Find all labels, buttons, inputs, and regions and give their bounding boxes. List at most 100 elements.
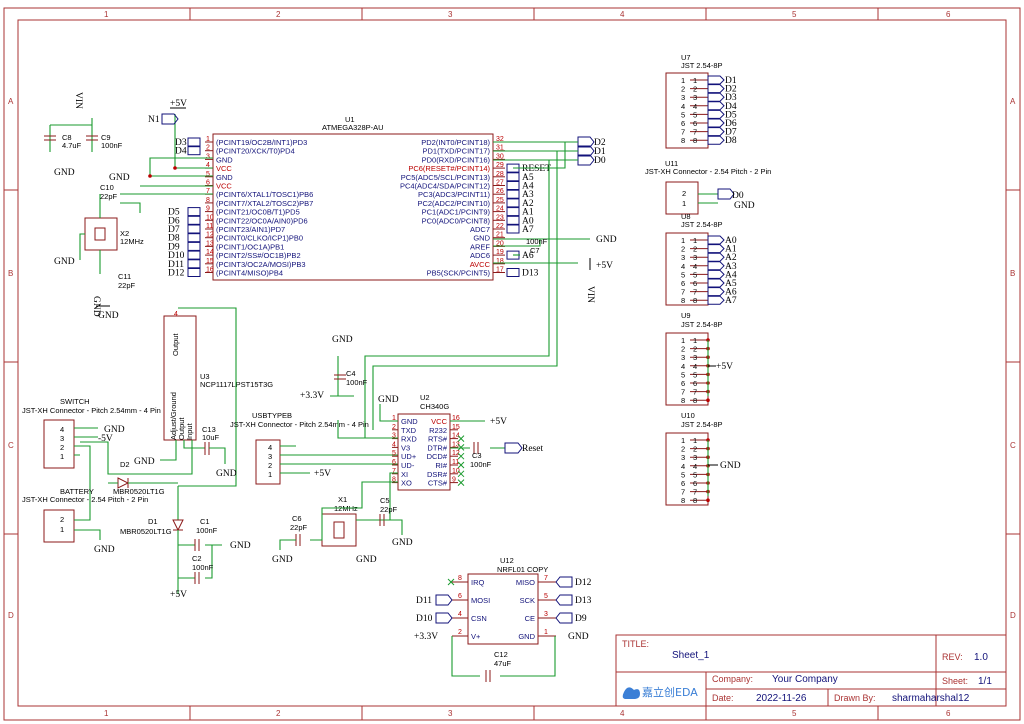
pin-number: 7 xyxy=(693,128,697,137)
svg-text:JST-XH Connector - 2.54 Pitch: JST-XH Connector - 2.54 Pitch - 2 Pin xyxy=(22,495,148,504)
pin-number: 5 xyxy=(681,470,685,479)
c8-c9-section[interactable]: C8 4.7uF C9 100nF VIN xyxy=(44,92,123,152)
pin-name: PD0(RXD/PCINT16) xyxy=(422,155,491,164)
u1-atmega328p[interactable]: U1 ATMEGA328P-AU 1(PCINT19/OC2B/INT1)PD3… xyxy=(168,115,606,281)
svg-text:4.7uF: 4.7uF xyxy=(62,141,82,150)
svg-text:C10: C10 xyxy=(100,183,114,192)
svg-text:GND: GND xyxy=(356,555,377,565)
pin-number: 12 xyxy=(452,450,460,457)
pin-number: 6 xyxy=(693,479,697,488)
svg-text:Output: Output xyxy=(171,333,180,356)
svg-text:U11: U11 xyxy=(665,159,678,168)
switch-connector[interactable]: SWITCH JST-XH Connector - Pitch 2.54mm -… xyxy=(22,397,161,498)
net-label: D12 xyxy=(575,578,592,588)
net-flag xyxy=(707,101,725,111)
svg-text:2: 2 xyxy=(276,709,281,718)
net-label: D5 xyxy=(725,110,737,120)
pin-number: 3 xyxy=(681,453,685,462)
u11-connector[interactable]: U11 JST-XH Connector - 2.54 Pitch - 2 Pi… xyxy=(645,159,771,215)
net-label: A0 xyxy=(725,236,737,246)
ruler-row-c: C xyxy=(8,441,14,450)
u1-right-power: +5V GND VIN 100nF C7 xyxy=(526,235,617,303)
pin-name: (PCINT4/MISO)PB4 xyxy=(216,269,283,278)
net-label: D7 xyxy=(725,128,737,138)
svg-text:3: 3 xyxy=(60,434,64,443)
d2-diode[interactable]: D2 MBR0520LT1G xyxy=(108,460,178,496)
svg-text:GND: GND xyxy=(134,457,155,467)
net-label: D8 xyxy=(168,234,180,244)
svg-text:D2: D2 xyxy=(594,138,606,148)
pin-number: 10 xyxy=(206,214,214,221)
pin-number: 8 xyxy=(681,496,685,505)
u1-right-pins: 32PD2(INT0/PCINT18)31PD1(TXD/PCINT17)30P… xyxy=(400,136,551,279)
pin-number: 4 xyxy=(681,362,685,371)
net-flag xyxy=(187,250,201,260)
svg-text:3: 3 xyxy=(448,709,453,718)
d1-c1-c2-section[interactable]: D1 MBR0520LT1G C1 100nF C2 100nF GND +5V xyxy=(120,486,251,600)
pin-number: 3 xyxy=(693,253,697,262)
net-label: A3 xyxy=(522,190,534,200)
svg-text:100nF: 100nF xyxy=(101,141,123,150)
x2-crystal-section[interactable]: X2 12MHz C10 22pF C11 22pF GND GND GND G… xyxy=(54,168,144,321)
svg-text:1: 1 xyxy=(104,709,109,718)
net-label: A4 xyxy=(725,270,737,280)
svg-text:2: 2 xyxy=(60,443,64,452)
pin-number: 26 xyxy=(496,188,504,195)
pin-name: V+ xyxy=(471,632,481,641)
svg-text:JST-XH Connector - Pitch 2.54m: JST-XH Connector - Pitch 2.54mm - 4 Pin xyxy=(230,420,369,429)
svg-text:USBTYPEB: USBTYPEB xyxy=(252,411,292,420)
svg-text:C2: C2 xyxy=(192,554,202,563)
pin-name: RTS# xyxy=(428,435,448,444)
pin-name: PC0(ADC0/PCINT8) xyxy=(422,216,491,225)
pin-name: PB5(SCK/PCINT5) xyxy=(427,269,491,278)
net-flag xyxy=(555,594,573,606)
pin-number: 13 xyxy=(452,441,460,448)
pin-name: DCD# xyxy=(427,452,448,461)
pin-number: 7 xyxy=(693,388,697,397)
pin-name: CTS# xyxy=(428,479,448,488)
battery-connector[interactable]: BATTERY JST-XH Connector - 2.54 Pitch - … xyxy=(22,487,148,555)
pin-name: ADC7 xyxy=(470,225,490,234)
net-flag xyxy=(707,135,725,145)
svg-text:1: 1 xyxy=(60,525,64,534)
ruler-col-5: 5 xyxy=(792,10,797,19)
pin-number: 4 xyxy=(693,462,697,471)
pin-name: XI xyxy=(401,470,408,479)
pin-number: 2 xyxy=(458,629,462,636)
pin-name: PD1(TXD/PCINT17) xyxy=(422,147,490,156)
svg-text:2: 2 xyxy=(268,461,272,470)
pin-number: 30 xyxy=(496,153,504,160)
net-label: D1 xyxy=(725,76,737,86)
svg-text:嘉立创EDA: 嘉立创EDA xyxy=(642,685,698,699)
svg-text:GND: GND xyxy=(98,311,119,321)
pin-number: 18 xyxy=(496,258,504,265)
svg-text:SWITCH: SWITCH xyxy=(60,397,90,406)
pin-name: PD2(INT0/PCINT18) xyxy=(421,138,490,147)
u3-regulator[interactable]: U3 NCP1117LPST15T3G Output Adjust/Ground… xyxy=(80,307,273,487)
pin-number: 29 xyxy=(496,162,504,169)
pin-name: PC6(RESET#/PCINT14) xyxy=(408,164,490,173)
easyeda-logo: 嘉立创EDA xyxy=(622,685,698,699)
net-label: D9 xyxy=(168,242,180,252)
svg-text:+5V: +5V xyxy=(170,99,187,109)
pin-number: 1 xyxy=(681,76,685,85)
net-label: A7 xyxy=(725,296,737,306)
pin-number: 6 xyxy=(392,459,396,466)
net-flag xyxy=(707,84,725,94)
pin-number: 6 xyxy=(681,119,685,128)
net-flag xyxy=(506,189,520,199)
pin-number: 31 xyxy=(496,145,504,152)
x1-crystal[interactable]: X1 12MHz C6 22pF C5 22pF GND GND GND xyxy=(272,472,413,565)
usb-typeb-connector[interactable]: USBTYPEB JST-XH Connector - Pitch 2.54mm… xyxy=(230,411,398,485)
pin-number: 1 xyxy=(693,236,697,245)
svg-text:A: A xyxy=(1010,97,1016,106)
pin-number: 2 xyxy=(681,345,685,354)
svg-text:100nF: 100nF xyxy=(526,237,548,246)
pin-name: VCC xyxy=(431,417,447,426)
